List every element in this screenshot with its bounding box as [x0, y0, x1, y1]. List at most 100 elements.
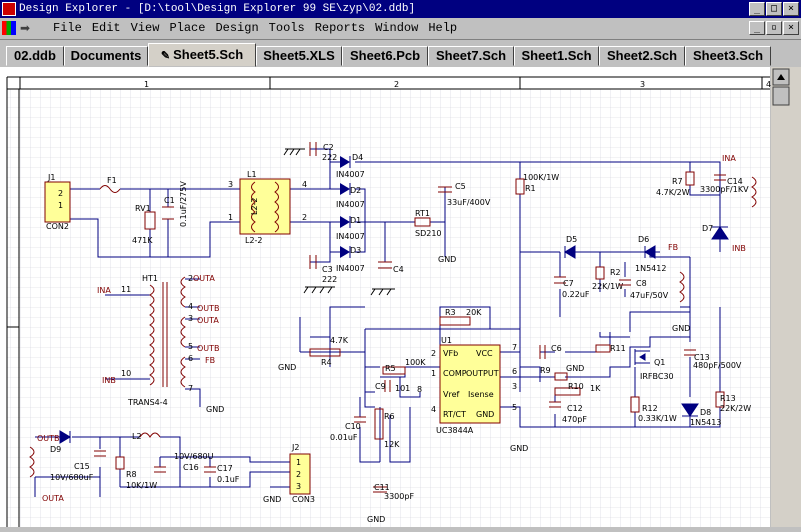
- c6-ref: C6: [551, 344, 562, 353]
- menu-place[interactable]: Place: [169, 21, 206, 35]
- c5-value: 33uF/400V: [447, 198, 491, 207]
- arrow-icon[interactable]: ➡: [20, 21, 31, 36]
- l1-inductor[interactable]: L1 L2-2 L2-2 3 4 1 2: [228, 170, 307, 245]
- c4-symbol: [378, 261, 392, 269]
- r3-value: 20K: [466, 308, 482, 317]
- vertical-scrollbar[interactable]: [771, 67, 801, 527]
- rv1-value: 471K: [132, 236, 153, 245]
- ht1-outa2: OUTA: [197, 316, 219, 325]
- u1-pin8: 8: [417, 385, 422, 394]
- d9-symbol: [59, 430, 71, 444]
- tab-sheet5-xls[interactable]: Sheet5.XLS: [256, 46, 342, 66]
- close-button[interactable]: ×: [783, 2, 799, 16]
- r3-symbol: [439, 316, 471, 326]
- j1-pin1: 1: [58, 201, 63, 210]
- c12-ref: C12: [567, 404, 583, 413]
- menu-edit[interactable]: Edit: [91, 21, 121, 35]
- c8-ref: C8: [636, 279, 647, 288]
- doc-restore-button[interactable]: ▫: [766, 21, 782, 35]
- gnd-label-c5: GND: [438, 255, 456, 264]
- ht1-pin10: 10: [121, 369, 131, 378]
- ht1-fb: FB: [205, 356, 215, 365]
- menu-reports[interactable]: Reports: [314, 21, 366, 35]
- d7-symbol: [711, 226, 729, 240]
- secondary-coil: [29, 446, 35, 478]
- r2-ref: R2: [610, 268, 621, 277]
- r8-ref: R8: [126, 470, 137, 479]
- rv1-symbol: [144, 211, 156, 230]
- schematic-svg[interactable]: 1 2 3 4: [0, 67, 801, 527]
- tab-sheet6-pcb[interactable]: Sheet6.Pcb: [342, 46, 428, 66]
- app-icon: [2, 2, 16, 16]
- c2-ref: C2: [323, 143, 334, 152]
- rt1-ref: RT1: [415, 209, 430, 218]
- tab-sheet5-sch[interactable]: ✎ Sheet5.Sch: [148, 43, 256, 67]
- tab-sheet7-sch[interactable]: Sheet7.Sch: [428, 46, 514, 66]
- schematic-canvas[interactable]: 1 2 3 4: [0, 67, 801, 527]
- maximize-button[interactable]: □: [766, 2, 782, 16]
- u1-uc3844a[interactable]: VFb VCC COMP OUTPUT Vref Isense RT/CT GN…: [417, 336, 517, 435]
- r3-ref: R3: [445, 308, 456, 317]
- u1-pin5: 5: [512, 403, 517, 412]
- r13-ref: R13: [720, 394, 736, 403]
- scroll-thumb[interactable]: [772, 86, 790, 106]
- c1-ref: C1: [164, 196, 175, 205]
- c13-value: 480pF/500V: [693, 361, 742, 370]
- tab-sheet2-sch[interactable]: Sheet2.Sch: [599, 46, 685, 66]
- transformer-ht1[interactable]: HT1 TRANS4-4 11 2 4 3 5 6 10 7 OUTA OUTB…: [97, 274, 224, 414]
- tab-sheet3-sch[interactable]: Sheet3.Sch: [685, 46, 771, 66]
- c3-value: 222: [322, 275, 337, 284]
- tab-sheet1-sch[interactable]: Sheet1.Sch: [514, 46, 599, 66]
- rv1-ref: RV1: [135, 204, 151, 213]
- r9-symbol: [554, 372, 568, 381]
- scroll-up-icon: [777, 74, 785, 80]
- minimize-button[interactable]: _: [749, 2, 765, 16]
- c15-value: 10V/680uF: [50, 473, 94, 482]
- d6-symbol: [644, 245, 656, 259]
- menu-window[interactable]: Window: [375, 21, 419, 35]
- c16-ref: C16: [183, 463, 199, 472]
- f1-ref: F1: [107, 176, 117, 185]
- tab-documents[interactable]: Documents: [64, 46, 148, 66]
- d1-ref: D1: [350, 216, 361, 225]
- doc-minimize-button[interactable]: _: [749, 21, 765, 35]
- j1-connector[interactable]: J1 2 1 CON2: [44, 173, 71, 231]
- ht1-ref: HT1: [142, 274, 158, 283]
- menu-view[interactable]: View: [130, 21, 160, 35]
- j1-name: CON2: [46, 222, 69, 231]
- outb-label: OUTB: [37, 434, 60, 443]
- menu-tools[interactable]: Tools: [268, 21, 305, 35]
- menu-design[interactable]: Design: [215, 21, 259, 35]
- c11-value: 3300pF: [384, 492, 414, 501]
- j2-pin2: 2: [296, 470, 301, 479]
- u1-vcc: VCC: [476, 349, 493, 358]
- c13-ref: C13: [694, 353, 710, 362]
- j1-pin2: 2: [58, 189, 63, 198]
- j2-connector[interactable]: J2 1 2 3 CON3: [289, 443, 315, 504]
- doc-icon[interactable]: [2, 21, 16, 35]
- c3-ref: C3: [322, 265, 333, 274]
- u1-ref: U1: [441, 336, 452, 345]
- ht1-pin2: 2: [188, 274, 193, 283]
- r10-symbol: [554, 387, 581, 396]
- d5-symbol: [564, 245, 576, 259]
- r7-symbol: [685, 171, 695, 186]
- d4-ref: D4: [352, 153, 363, 162]
- j2-pin3: 3: [296, 482, 301, 491]
- c3-symbol: [309, 255, 317, 269]
- r8-value: 10K/1W: [126, 481, 157, 490]
- c5-symbol: [438, 186, 452, 193]
- c4-ground: [370, 288, 395, 296]
- tab-02ddb[interactable]: 02.ddb: [6, 46, 64, 66]
- doc-close-button[interactable]: ×: [783, 21, 799, 35]
- u1-part: UC3844A: [436, 426, 474, 435]
- u1-pin3: 3: [512, 382, 517, 391]
- menu-help[interactable]: Help: [428, 21, 458, 35]
- menu-file[interactable]: File: [53, 21, 82, 35]
- ht1-gnd: GND: [206, 405, 224, 414]
- inb-label: INB: [732, 244, 746, 253]
- r4-ref: R4: [321, 358, 332, 367]
- l1-ref: L1: [247, 170, 257, 179]
- document-tabs: 02.ddb Documents ✎ Sheet5.Sch Sheet5.XLS…: [0, 39, 801, 68]
- ruler-mark-3: 3: [640, 80, 645, 89]
